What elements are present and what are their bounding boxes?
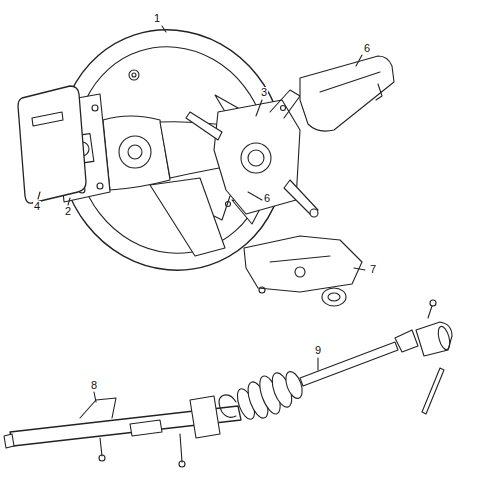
lower-column-cover-part [328,293,340,301]
combination-switch-part [214,100,300,214]
leader-lines-part [68,198,70,205]
intermediate-shaft-part [416,322,452,356]
leader-lines-part [248,192,262,200]
steering-column-part [190,396,220,438]
pad-plate-part [97,183,103,189]
callout-number: 6 [363,43,371,54]
lower-column-cover-part [322,288,346,306]
pad-plate-part [92,105,98,111]
steering-wheel-part [150,178,225,256]
upper-column-cover-part [300,56,394,131]
steering-wheel-part [132,73,136,77]
intermediate-shaft-part [436,325,452,351]
leader-lines-part [317,358,318,370]
callout-number: 1 [153,13,161,24]
steering-wheel-part [50,22,295,279]
callout-number: 2 [64,206,72,217]
lower-column-cover-part [295,267,305,277]
combination-switch-part [214,196,230,220]
callout-number: 4 [33,201,41,212]
combination-switch-part [281,106,286,111]
intermediate-shaft-part [283,369,306,400]
horn-pad-part [32,112,63,126]
steering-column-part [180,434,182,462]
callout-number: 6 [263,193,271,204]
intermediate-shaft-part [428,306,432,318]
intermediate-shaft-part [422,368,444,414]
upper-column-cover-part [320,72,380,92]
combination-switch-part [241,143,271,173]
steering-wheel-part [128,145,142,159]
steering-column-part [130,420,162,436]
lower-column-cover-part [259,287,265,293]
horn-pad-part [18,86,86,203]
intermediate-shaft-part [219,395,236,417]
leader-lines-part [256,100,262,116]
combination-switch [186,90,318,220]
intermediate-shaft-part [395,330,418,352]
steering-column-part [99,455,105,461]
combination-switch-part [270,90,300,118]
callout-number: 9 [314,345,322,356]
lower-column-cover-part [244,236,362,292]
upper-column-cover [300,56,394,131]
intermediate-shaft-part [300,342,398,386]
intermediate-shaft-part [430,300,436,306]
callout-number: 3 [260,87,268,98]
callout-number: 7 [369,264,377,275]
leader-lines-part [356,55,362,66]
steering-column [4,396,241,467]
leader-lines-part [162,26,166,32]
steering-column-part [80,398,116,418]
lower-column-cover-part [270,256,330,262]
steering-column-part [100,438,102,456]
combination-switch-part [186,112,222,140]
intermediate-shaft [219,300,452,421]
leader-lines [38,26,365,402]
steering-column-part [179,461,185,467]
callout-number: 8 [90,380,98,391]
leader-lines-part [354,268,365,270]
combination-switch-part [226,202,231,207]
steering-column-part [4,434,14,448]
combination-switch-part [310,209,318,217]
lower-column-cover [244,236,362,306]
horn-pad [18,86,86,203]
steering-wheel-part [103,116,170,190]
combination-switch-part [248,150,264,166]
combination-switch-part [284,180,318,216]
steering-wheel-part [129,70,139,80]
upper-column-cover-part [376,84,382,100]
steering-wheel-part [119,136,151,168]
leader-lines-part [94,392,96,402]
leader-lines-part [38,192,40,199]
